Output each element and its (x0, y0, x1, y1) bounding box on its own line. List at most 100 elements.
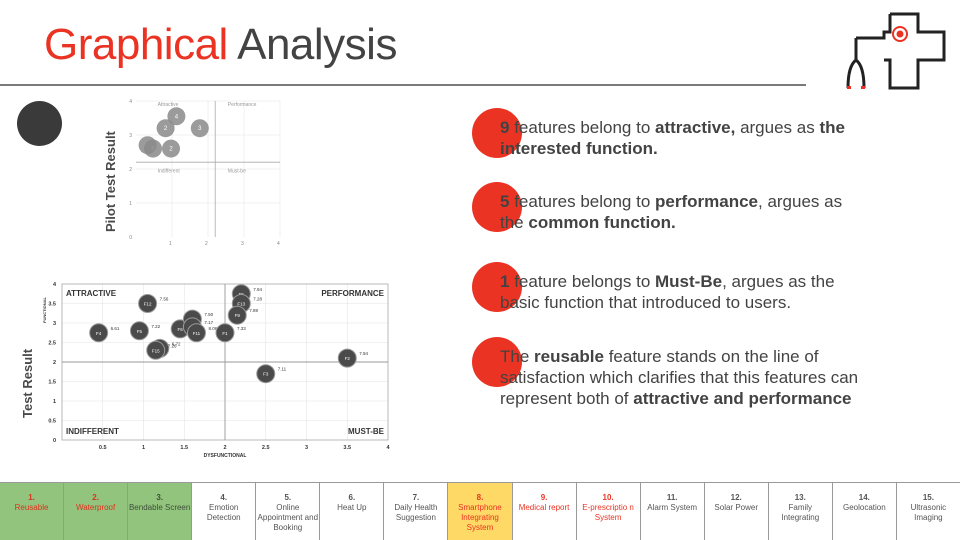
feature-cell: 3.Bendable Screen (128, 483, 193, 540)
main-xtick: 2.5 (262, 445, 270, 451)
pilot-point (156, 119, 175, 138)
main-point-label: F9 (235, 313, 241, 318)
main-xtick: 1.5 (180, 445, 188, 451)
pilot-quadrant-label: Attractive (158, 102, 179, 108)
main-point (186, 323, 206, 343)
feature-cell: 8.Smartphone Integrating System (448, 483, 513, 540)
main-point-label: F2 (345, 356, 351, 361)
feature-cell: 15.Ultrasonic Imaging (896, 483, 960, 540)
main-xtick: 0.5 (99, 445, 107, 451)
main-ytick: 3 (53, 321, 56, 327)
main-point-label: F3 (263, 372, 269, 377)
bullet-dot (472, 262, 522, 312)
main-point (146, 340, 166, 360)
main-point (129, 321, 149, 341)
pilot-quadrant-label: Indifferent (158, 168, 181, 174)
pilot-ytick: 3 (129, 133, 132, 139)
pilot-point-label: 4 (175, 114, 179, 120)
main-point-note: 7.50 (204, 312, 213, 317)
finding-text: 9 features belong to attractive, argues … (500, 118, 845, 158)
quadrant-must-be: MUST-BE (348, 427, 385, 436)
main-point-note: 7.11 (278, 367, 287, 372)
main-point-note: 7.94 (359, 351, 368, 356)
pilot-xtick: 4 (277, 241, 280, 247)
feature-cell: 7.Daily Health Suggestion (384, 483, 449, 540)
feature-cell: 12.Solar Power (704, 483, 769, 540)
feature-cell: 1.Reusable (0, 483, 65, 540)
main-ytick: 1 (53, 399, 56, 405)
main-xtick: 3.5 (343, 445, 351, 451)
main-point (337, 348, 357, 368)
pilot-point (162, 139, 180, 158)
main-point-note: 7.26 (168, 343, 177, 348)
main-ytick: 2 (53, 360, 56, 366)
main-point-note: 8.06 (208, 326, 217, 331)
pilot-chart-ylabel: Pilot Test Result (103, 131, 118, 232)
feature-cell: 14.Geolocation (832, 483, 897, 540)
finding-text: 5 features belong to performance, argues… (500, 192, 843, 232)
pilot-point-label: 2 (164, 126, 168, 132)
pilot-point (167, 107, 186, 126)
pilot-ytick: 2 (129, 167, 132, 173)
main-point-note: 7.28 (253, 297, 262, 302)
main-ytick: 0.5 (48, 419, 56, 425)
main-point-note: 6.72 (172, 341, 181, 346)
finding-text: The reusable feature stands on the line … (500, 347, 859, 408)
bullet-dot (472, 182, 522, 232)
main-point (215, 323, 235, 343)
pilot-point-label: 2 (169, 147, 173, 153)
main-xlabel: DYSFUNCTIONAL (204, 453, 247, 459)
main-point (256, 364, 276, 384)
medical-cross-logo (846, 12, 946, 90)
quadrant-performance: PERFORMANCE (321, 289, 384, 298)
main-point-label: F13 (237, 302, 245, 307)
feature-cell: 6.Heat Up (320, 483, 385, 540)
pilot-point-label: 3 (198, 126, 202, 132)
main-point-note: 7.89 (249, 308, 258, 313)
main-xtick: 3 (305, 445, 308, 451)
main-point-note: 7.56 (160, 297, 169, 302)
feature-bar: 1.Reusable 2.Waterproof 3.Bendable Scree… (0, 482, 960, 540)
main-point-label: F6 (178, 327, 184, 332)
feature-cell: 11.Alarm System (640, 483, 705, 540)
main-point-label: F11 (193, 331, 201, 336)
main-point-label: F5 (137, 329, 143, 334)
main-ytick: 0 (53, 438, 56, 444)
main-point-note: 7.17 (204, 320, 213, 325)
main-ytick: 4 (53, 282, 57, 288)
main-point (138, 294, 158, 313)
finding-text: 1 feature belongs to Must-Be, argues as … (500, 272, 835, 312)
main-ytick: 1.5 (48, 380, 56, 386)
quadrant-indifferent: INDIFFERENT (66, 427, 119, 436)
main-point-label: F15 (152, 348, 160, 353)
main-point-note: 7.22 (151, 324, 160, 329)
main-point-label: F12 (144, 302, 152, 307)
pilot-point (138, 136, 157, 155)
page-title: Graphical Analysis (44, 20, 397, 70)
main-xtick: 1 (142, 445, 145, 451)
feature-cell: 10.E-prescriptio n System (576, 483, 641, 540)
main-point-label: F1 (222, 331, 228, 336)
main-xtick: 2 (223, 445, 226, 451)
pilot-point (190, 119, 209, 138)
main-point (89, 323, 109, 343)
main-point-label: F4 (96, 331, 102, 336)
bullet-dot (472, 108, 522, 158)
main-point (227, 305, 247, 325)
main-chart-ylabel: Test Result (20, 348, 35, 418)
main-ytick: 2.5 (48, 341, 56, 347)
pilot-ytick: 1 (129, 201, 132, 207)
pilot-quadrant-label: Must-be (228, 168, 246, 174)
pilot-xtick: 3 (241, 241, 244, 247)
feature-cell: 4.Emotion Detection (192, 483, 257, 540)
title-rest: Analysis (227, 20, 397, 69)
feature-cell: 5.Online Appointment and Booking (256, 483, 321, 540)
pilot-ytick: 4 (129, 99, 132, 105)
feature-cell: 2.Waterproof (64, 483, 129, 540)
pilot-xtick: 2 (205, 241, 208, 247)
